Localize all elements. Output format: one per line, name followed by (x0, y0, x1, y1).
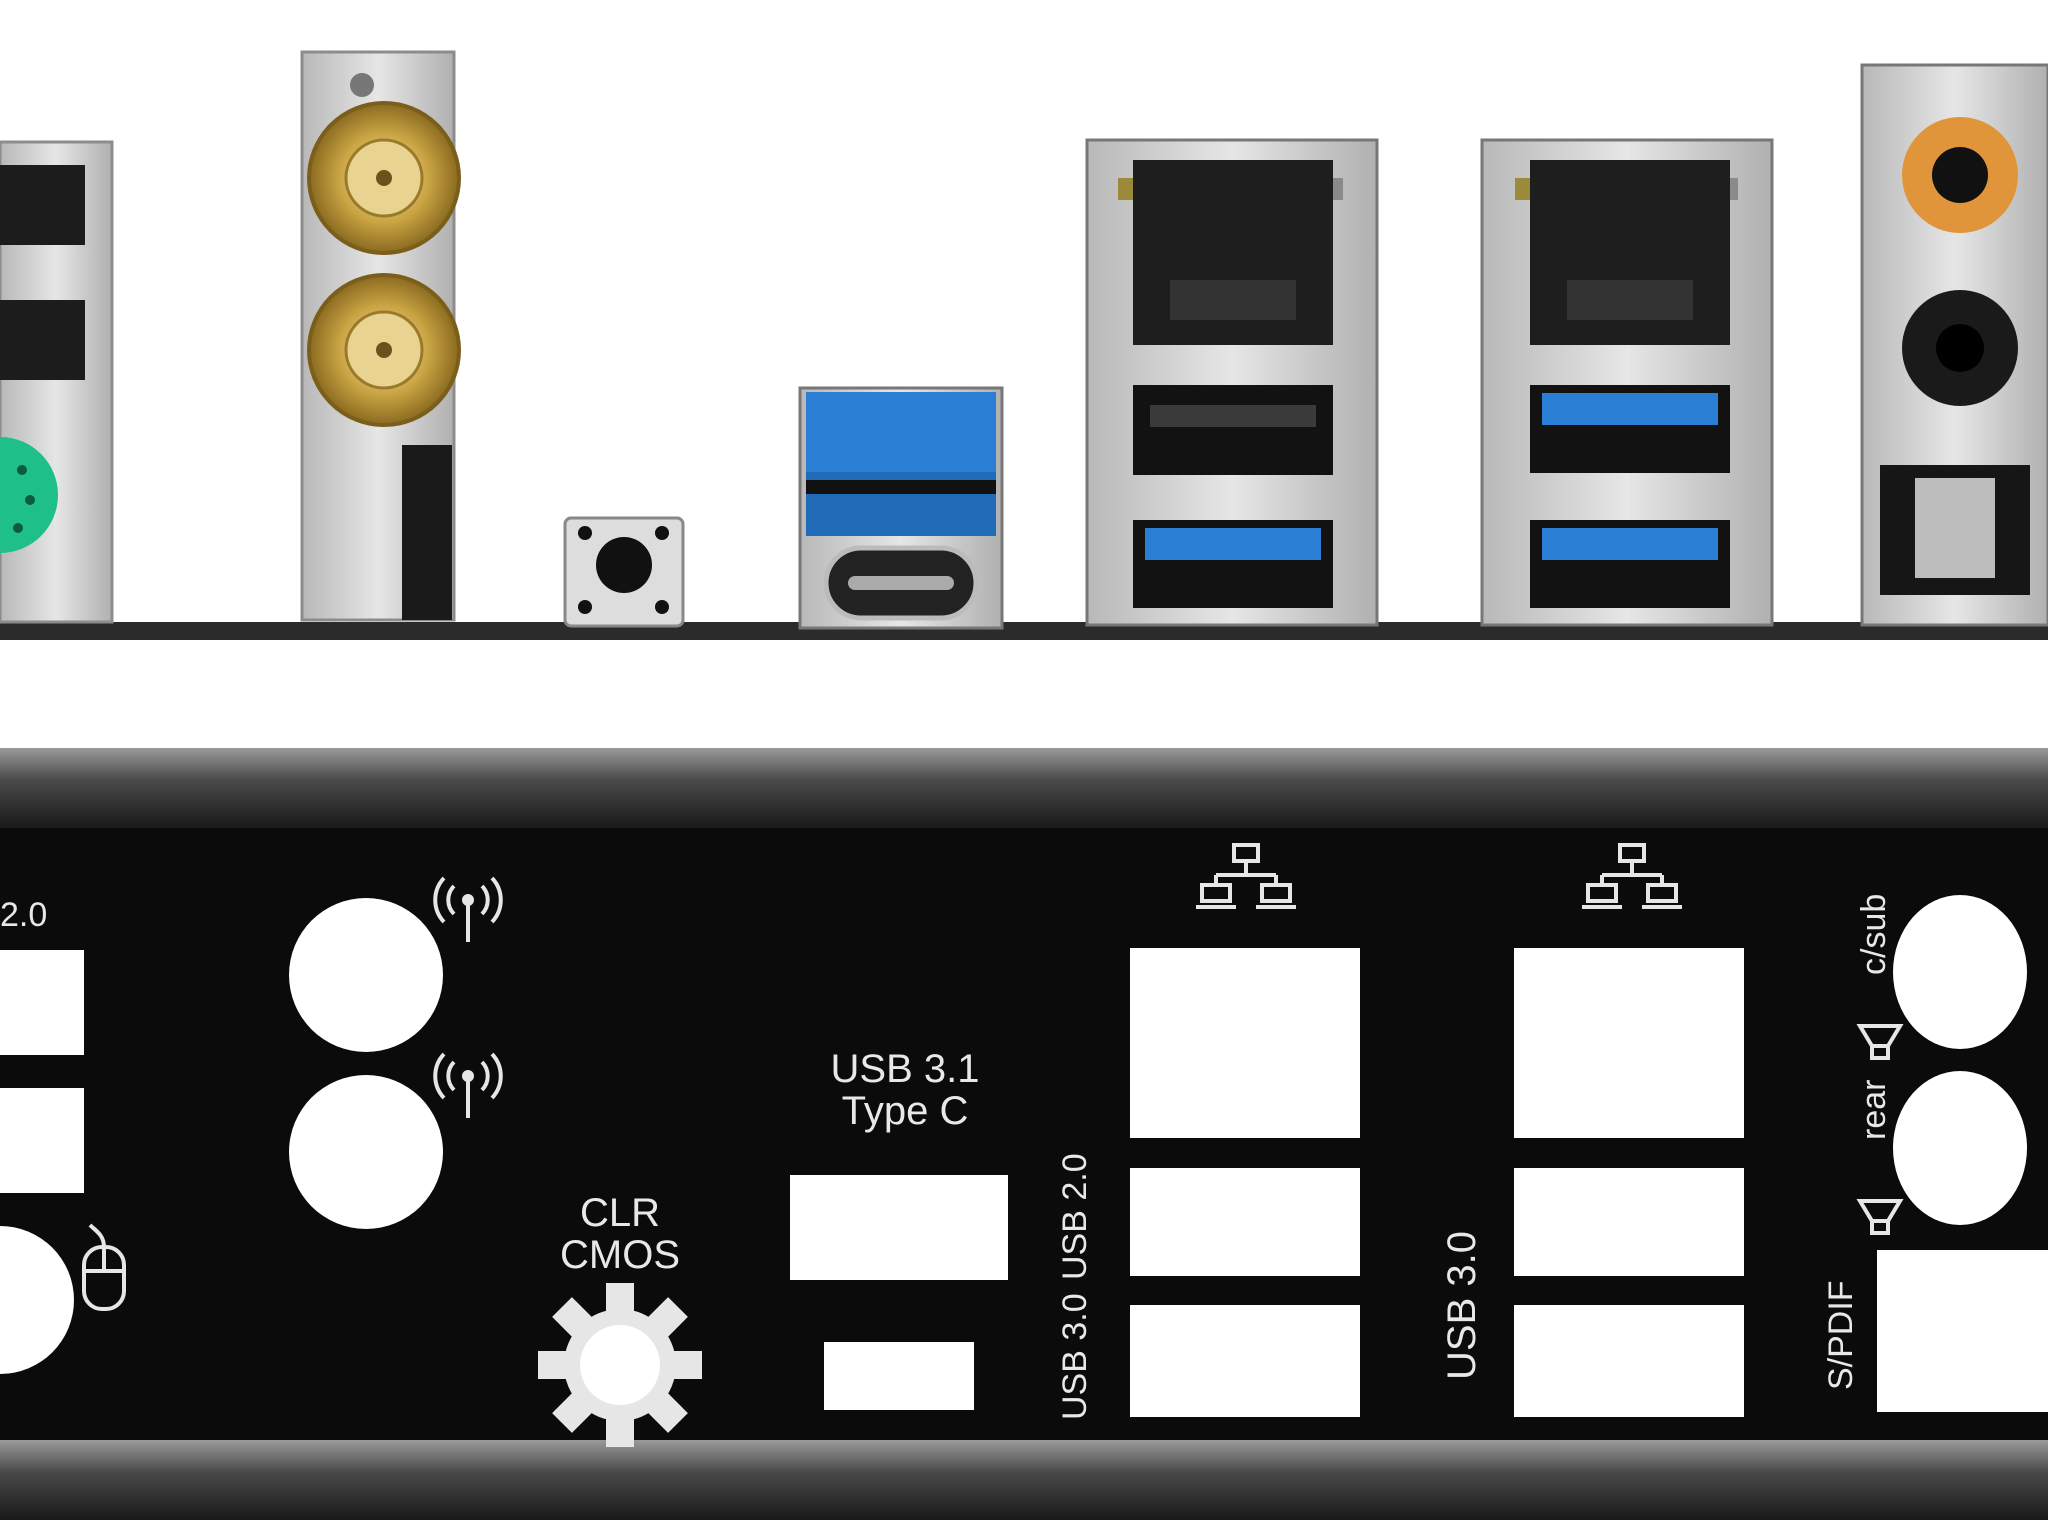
clr-cmos-line1: CLR (579, 1191, 661, 1235)
speaker-icon (1856, 1199, 1904, 1235)
antenna-icon (433, 1052, 503, 1118)
usb31-stack (798, 386, 1004, 630)
ps2-usb-block (0, 140, 114, 624)
cutout-usb-2a (1514, 1168, 1744, 1276)
cutout-antenna-2 (289, 1075, 443, 1229)
cutout-usb-2b (1514, 1305, 1744, 1417)
clr-cmos-button-physical (563, 516, 685, 628)
spdif-label: S/PDIF (1822, 1280, 1860, 1390)
c-sub-label: c/sub (1855, 893, 1893, 975)
network-icon (1582, 843, 1682, 909)
usb20-port (1133, 385, 1333, 475)
wifi-antenna-module (300, 50, 461, 622)
cutout-usb-type-c (824, 1342, 974, 1410)
cutout-antenna-1 (289, 898, 443, 1052)
usb30-vertical-label-left: USB 3.0 (1056, 1293, 1094, 1420)
cutout-lan-2 (1514, 948, 1744, 1138)
speaker-icon (1856, 1024, 1904, 1060)
network-icon (1196, 843, 1296, 909)
usb31-label-line1: USB 3.1 (830, 1047, 980, 1091)
cutout-usb-1a (1130, 1168, 1360, 1276)
cutout-lan-1 (1130, 948, 1360, 1138)
ps2-port (0, 437, 58, 553)
gear-icon (538, 1283, 702, 1447)
usb31-type-a-port (806, 392, 996, 472)
cutout-usb-left-2 (0, 1088, 84, 1193)
usb30-vertical-label-right: USB 3.0 (1440, 1231, 1484, 1380)
cutout-audio-2 (1893, 1071, 2027, 1225)
cutout-spdif (1877, 1250, 2048, 1412)
cutout-usb-1b (1130, 1305, 1360, 1417)
io-shield-bottom-rail (0, 1440, 2048, 1520)
mouse-icon (82, 1223, 126, 1311)
clr-cmos-line2: CMOS (560, 1233, 680, 1277)
usb31-label-line2: Type C (841, 1089, 969, 1133)
lan-usb-stack-1 (1085, 138, 1379, 627)
usb31-type-c-label: USB 3.1 Type C (795, 1048, 1015, 1132)
usb20-partial-label: 2.0 (0, 896, 48, 934)
lan-usb-stack-2 (1480, 138, 1774, 627)
cutout-ps2 (0, 1226, 74, 1374)
cutout-usb-left-1 (0, 950, 84, 1055)
clr-cmos-label: CLR CMOS (540, 1192, 700, 1276)
rear-label: rear (1855, 1079, 1893, 1140)
io-shield-top-rail (0, 748, 2048, 828)
cutout-audio-1 (1893, 895, 2027, 1049)
usb20-vertical-label: USB 2.0 (1056, 1153, 1094, 1280)
cutout-usb31-type-a (790, 1175, 1008, 1280)
audio-block (1860, 63, 2048, 627)
